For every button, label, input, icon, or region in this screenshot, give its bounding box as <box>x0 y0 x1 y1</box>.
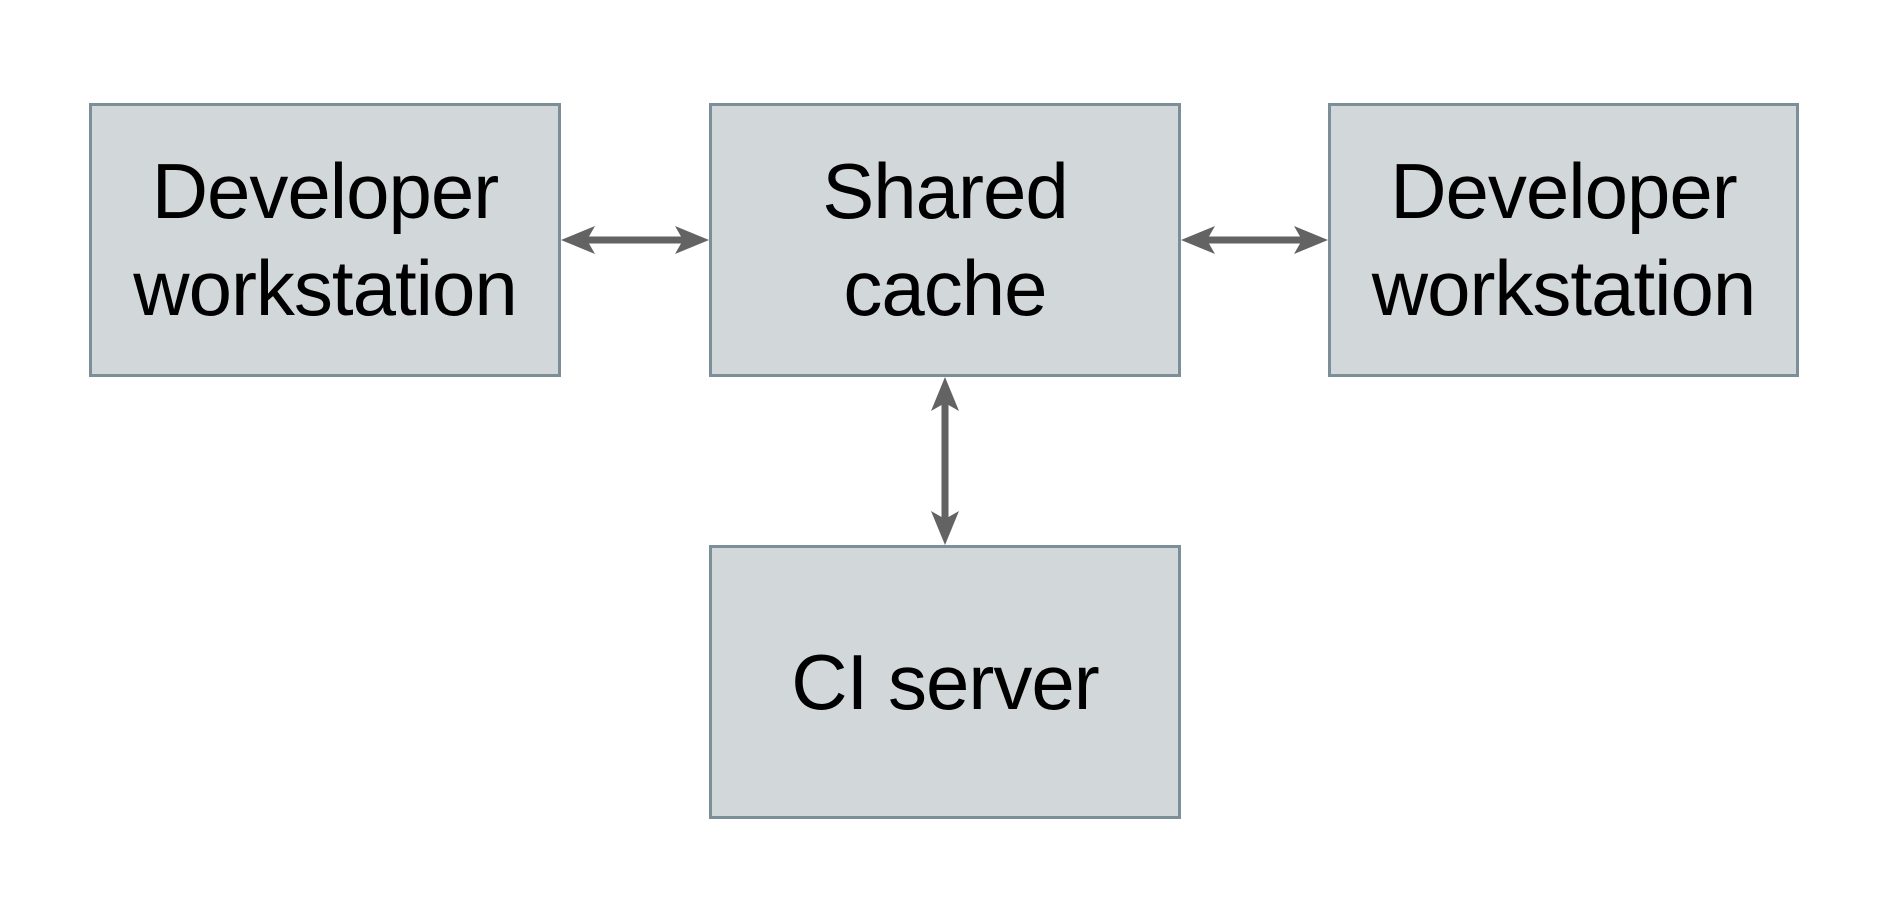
node-label-line: cache <box>843 244 1047 332</box>
node-label: Developer workstation <box>1372 143 1756 336</box>
node-label-line: workstation <box>133 244 517 332</box>
node-ci-server: CI server <box>709 545 1181 819</box>
node-developer-workstation-left: Developer workstation <box>89 103 561 377</box>
arrowhead-down-icon <box>931 511 959 545</box>
node-shared-cache: Shared cache <box>709 103 1181 377</box>
node-developer-workstation-right: Developer workstation <box>1328 103 1799 377</box>
arrowhead-left-icon <box>561 226 595 254</box>
arrow-devleft-sharedcache <box>561 226 709 254</box>
node-label-line: Developer <box>151 147 500 236</box>
node-label-line: workstation <box>1371 244 1756 332</box>
node-label: Shared cache <box>822 143 1069 336</box>
node-label-line: Shared <box>822 147 1069 236</box>
arrowhead-up-icon <box>931 377 959 411</box>
arrow-sharedcache-devright <box>1181 226 1328 254</box>
arrow-sharedcache-ciserver <box>931 377 959 545</box>
node-label-line: Developer <box>1390 147 1738 236</box>
node-label-line: CI server <box>791 637 1099 726</box>
arrowhead-left-icon <box>1181 226 1215 254</box>
node-label: Developer workstation <box>133 143 517 336</box>
arrowhead-right-icon <box>675 226 709 254</box>
node-label: CI server <box>791 634 1099 731</box>
arrowhead-right-icon <box>1294 226 1328 254</box>
